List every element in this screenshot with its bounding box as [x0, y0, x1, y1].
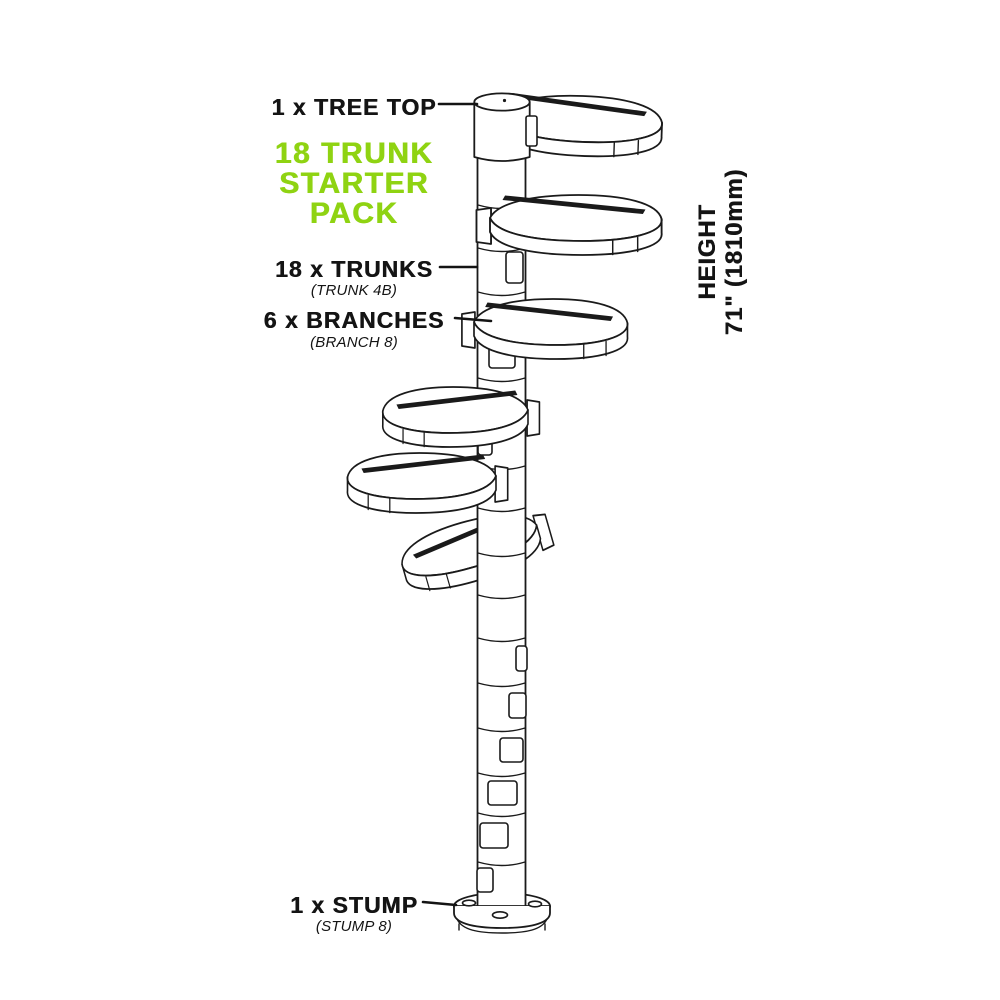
screw-hole — [461, 899, 477, 907]
pack-title-line: PACK — [309, 197, 399, 230]
trunk-slot — [499, 737, 524, 763]
stump-base — [453, 899, 551, 934]
callout-trunks-sub: (TRUNK 4B) — [310, 282, 398, 299]
callout-trunks: 18 x TRUNKS — [275, 256, 433, 282]
callout-tree-top: 1 x TREE TOP — [271, 94, 437, 120]
trunk-slot — [476, 867, 494, 893]
branch-platform-6 — [394, 499, 559, 601]
leader-line-branches — [453, 316, 493, 323]
height-dimension-value: 71" (1810mm) — [721, 168, 748, 336]
tree-top-cap — [473, 92, 538, 162]
cap-pin-hole — [502, 98, 507, 103]
callout-stump: 1 x STUMP — [290, 892, 418, 918]
trunk-slot — [487, 780, 518, 806]
trunk-slot — [508, 692, 527, 719]
callout-branches-sub: (BRANCH 8) — [310, 334, 398, 351]
callout-branches: 6 x BRANCHES — [263, 307, 445, 333]
pack-title-line: 18 TRUNK — [274, 137, 434, 170]
screw-hole — [491, 910, 509, 919]
height-dimension-label: HEIGHT — [694, 204, 721, 300]
pack-title-line: STARTER — [279, 167, 429, 200]
screw-hole — [527, 900, 543, 908]
trunk-slot — [479, 822, 509, 849]
leader-line-stump — [421, 900, 458, 907]
trunk-slot — [515, 645, 528, 672]
height-dimension: HEIGHT 71" (1810mm) — [694, 152, 750, 352]
trunk-slot — [505, 251, 524, 284]
pack-title: 18 TRUNK STARTER PACK — [214, 139, 494, 229]
callout-stump-sub: (STUMP 8) — [315, 918, 393, 935]
